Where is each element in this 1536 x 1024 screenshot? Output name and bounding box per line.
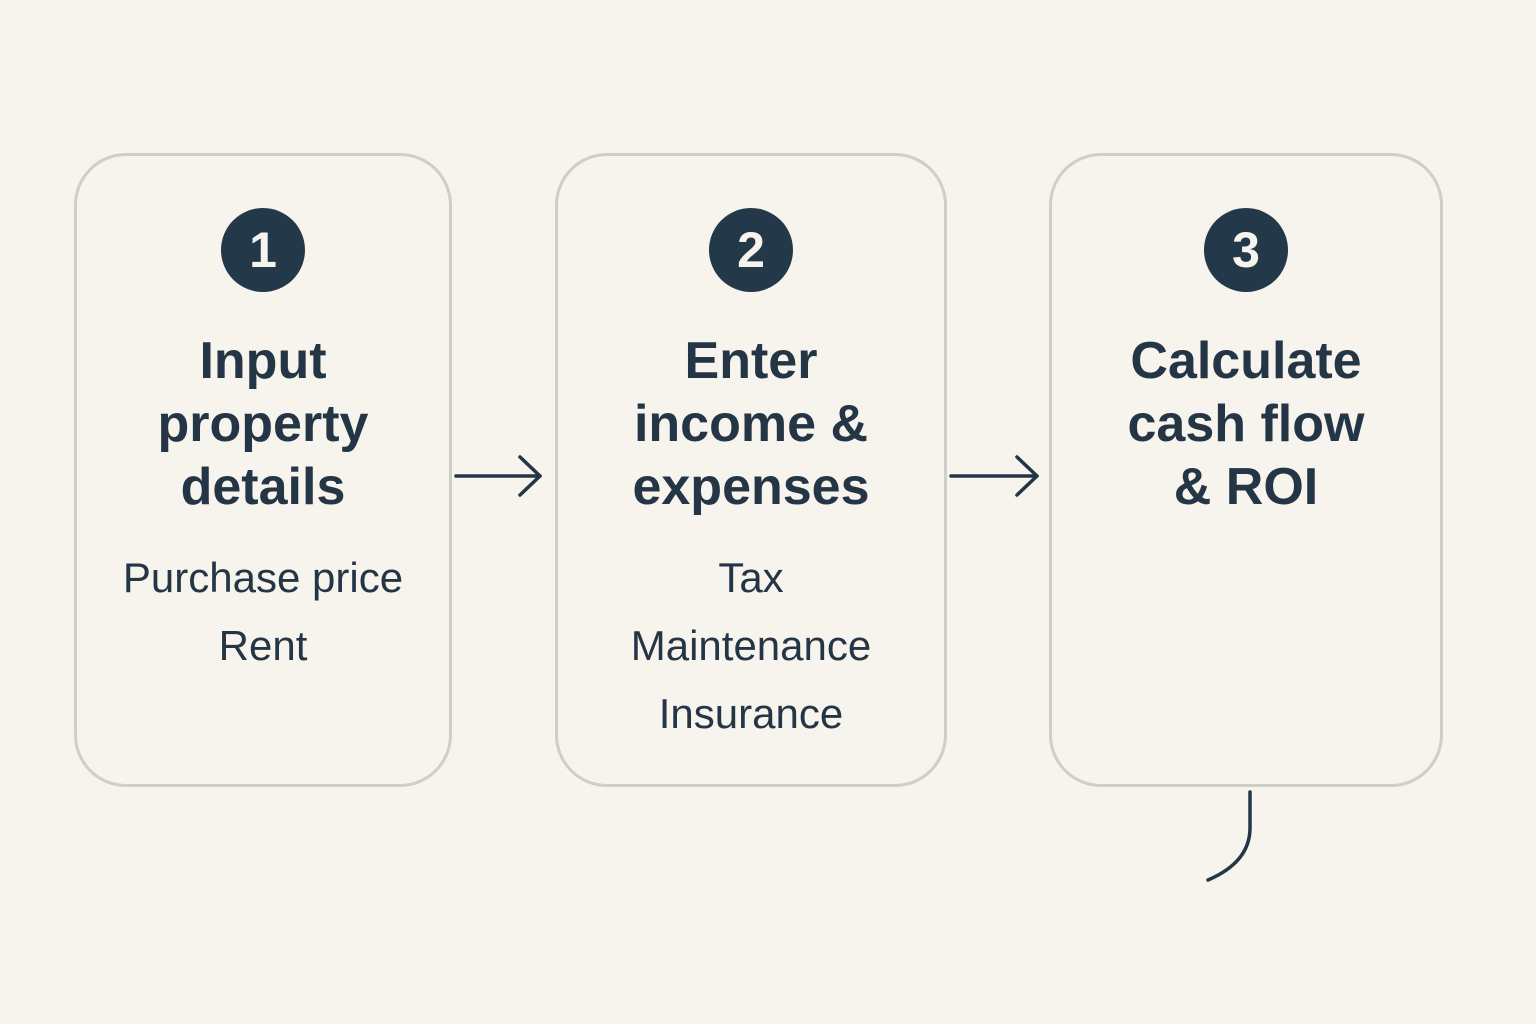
arrow-right-icon (454, 455, 542, 497)
step-title-line: income & (633, 395, 869, 453)
step-title-line: details (180, 458, 346, 516)
detail-item: Insurance (658, 690, 844, 737)
step-title-line: property (157, 395, 369, 453)
detail-item: Maintenance (630, 622, 872, 669)
step-number-badge: 2 (709, 208, 793, 292)
step-card-1: 1 Input property details Purchase price … (74, 153, 452, 787)
step-title-line: expenses (632, 458, 870, 516)
detail-list: Tax Maintenance Insurance (558, 544, 944, 748)
detail-item: Rent (218, 622, 308, 669)
step-card-3: 3 Calculate cash flow & ROI (1049, 153, 1443, 787)
step-title-line: & ROI (1173, 458, 1319, 516)
step-card-2: 2 Enter income & expenses Tax Maintenanc… (555, 153, 947, 787)
step-title: Enter income & expenses (558, 330, 944, 519)
step-title-line: Enter (684, 332, 818, 390)
detail-item: Purchase price (122, 554, 404, 601)
step-title: Input property details (77, 330, 449, 519)
step-title-line: Input (199, 332, 327, 390)
arrow-right-icon (949, 455, 1039, 497)
detail-item: Tax (718, 554, 784, 601)
step-number-badge: 3 (1204, 208, 1288, 292)
step-title: Calculate cash flow & ROI (1052, 330, 1440, 519)
detail-list: Purchase price Rent (77, 544, 449, 680)
step-title-line: cash flow (1127, 395, 1365, 453)
step-number-badge: 1 (221, 208, 305, 292)
curved-connector-line (1206, 790, 1252, 882)
step-title-line: Calculate (1130, 332, 1362, 390)
